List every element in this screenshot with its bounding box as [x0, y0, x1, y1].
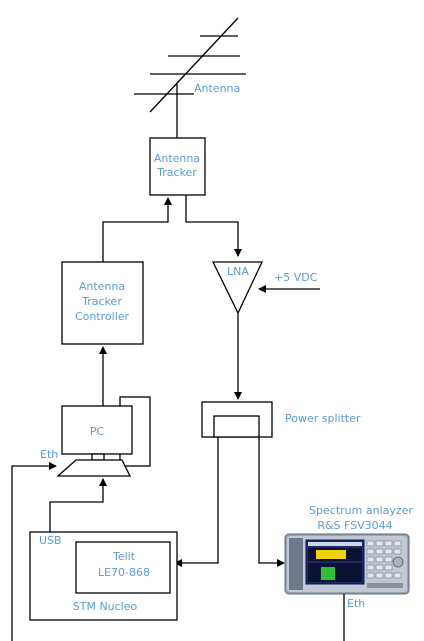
usb-label: USB: [39, 534, 62, 547]
eth-left-label: Eth: [40, 448, 58, 461]
spectrum-analyzer-label-line1: Spectrum anlayzer: [309, 504, 413, 517]
antenna-label: Antenna: [194, 82, 240, 95]
antenna-tracker-block: [149, 137, 206, 196]
vdc-label: +5 VDC: [274, 271, 318, 284]
telit-label-line2: LE70-868: [98, 566, 150, 579]
tracker-to-lna-arrow: [185, 195, 242, 257]
telit-module-block: [75, 541, 171, 594]
tracker-controller-block: [61, 261, 144, 345]
pc-label: PC: [90, 425, 105, 438]
power-splitter-block: [201, 401, 273, 438]
stm-nucleo-label: STM Nucleo: [73, 600, 138, 613]
tracker-controller-label-line3: Controller: [75, 310, 130, 323]
lna-label: LNA: [227, 265, 249, 278]
telit-label-line1: Telit: [112, 550, 136, 563]
tracker-controller-label-line1: Antenna: [79, 280, 125, 293]
eth-right-label: Eth: [347, 597, 365, 610]
eth-to-pc-arrow: [11, 462, 57, 641]
antenna-tracker-label-line1: Antenna: [154, 152, 200, 165]
spectrum-analyzer-label-line2: R&S FSV3044: [317, 519, 392, 532]
pc-icon: [56, 396, 151, 477]
antenna-tracker-label-line2: Tracker: [156, 166, 197, 179]
tracker-controller-label-line2: Tracker: [81, 295, 122, 308]
splitter-to-telit-arrow: [174, 437, 219, 567]
controller-to-tracker-arrow: [102, 197, 172, 262]
spectrum-analyzer-image: [284, 533, 410, 595]
usb-to-pc-arrow: [49, 478, 107, 532]
power-splitter-label: Power splitter: [285, 412, 361, 425]
lna-amplifier-symbol: [211, 261, 264, 315]
splitter-to-analyzer-arrow: [258, 437, 285, 567]
antenna-icon: [134, 17, 246, 138]
